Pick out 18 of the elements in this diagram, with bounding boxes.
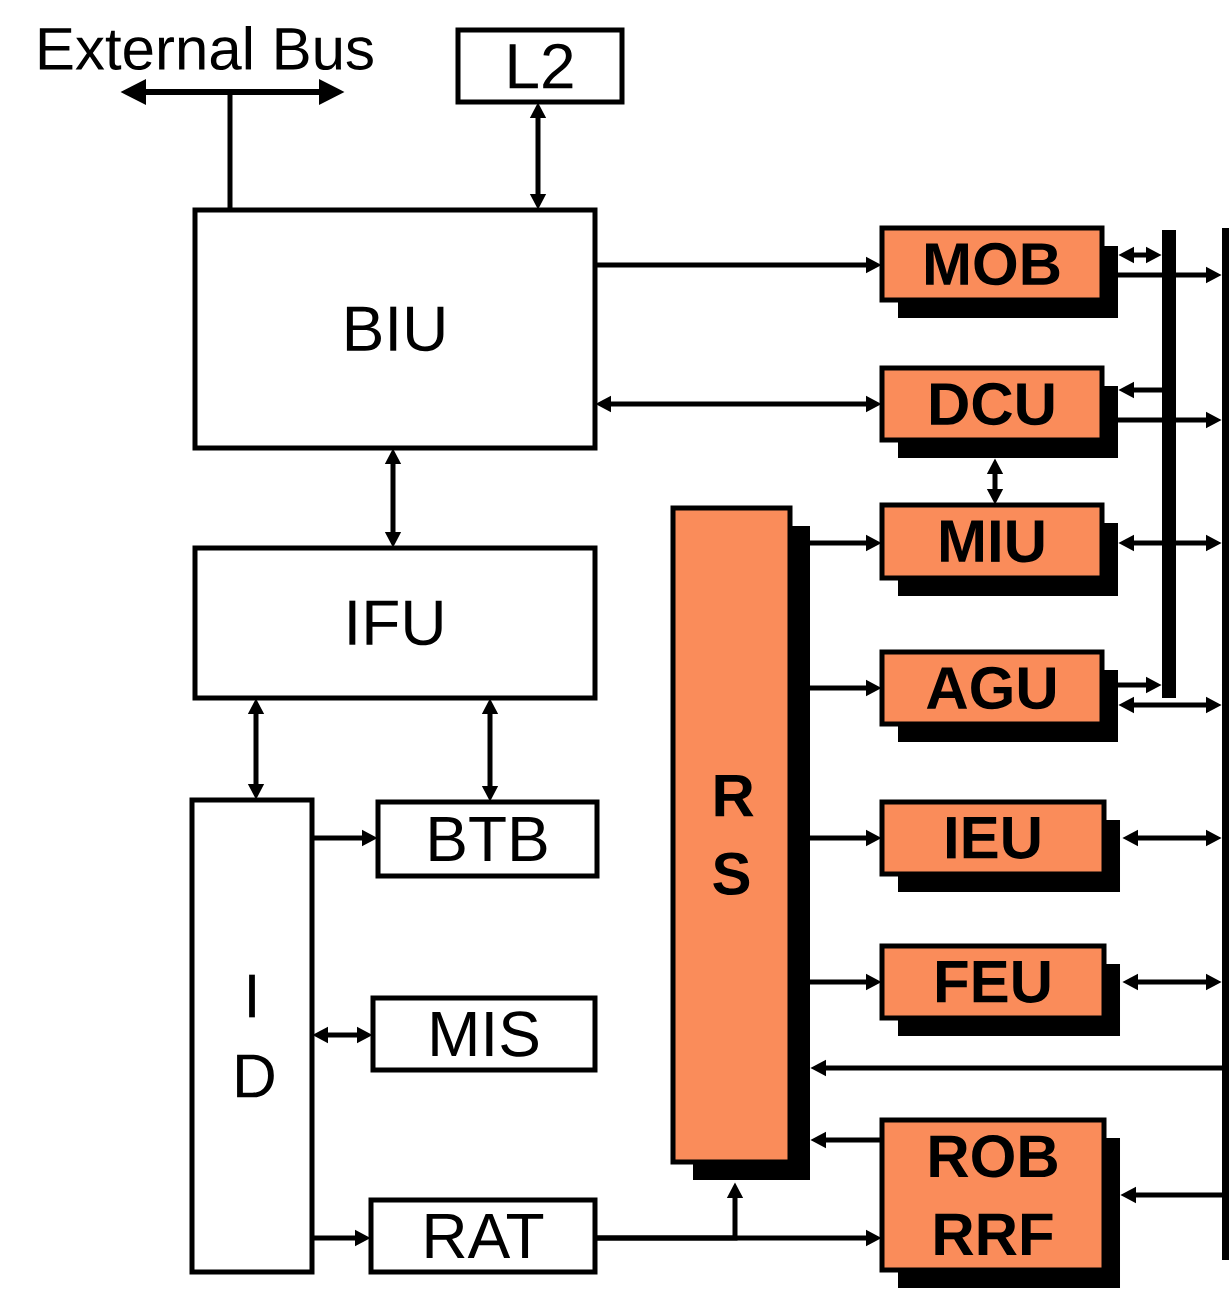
unit-box: BTB — [375, 799, 600, 879]
bus-bar — [1162, 230, 1176, 698]
unit-box: IEU — [879, 799, 1120, 892]
unit-box: RAT — [368, 1197, 598, 1275]
unit-box: BIU — [192, 207, 598, 451]
unit-box: IFU — [192, 545, 598, 701]
unit-box: ROB RRF — [879, 1117, 1120, 1288]
unit-box: MIU — [879, 502, 1118, 596]
unit-box: L2 — [455, 27, 625, 105]
unit-box: DCU — [879, 365, 1118, 458]
unit-box: FEU — [879, 943, 1120, 1036]
unit-box: MIS — [370, 995, 598, 1073]
bus-bar — [1222, 228, 1229, 1260]
unit-box: I D — [189, 797, 315, 1275]
unit-box: MOB — [879, 225, 1118, 318]
unit-box: AGU — [879, 649, 1118, 742]
unit-box: R S — [670, 505, 810, 1180]
bus-label: External Bus — [39, 26, 373, 71]
